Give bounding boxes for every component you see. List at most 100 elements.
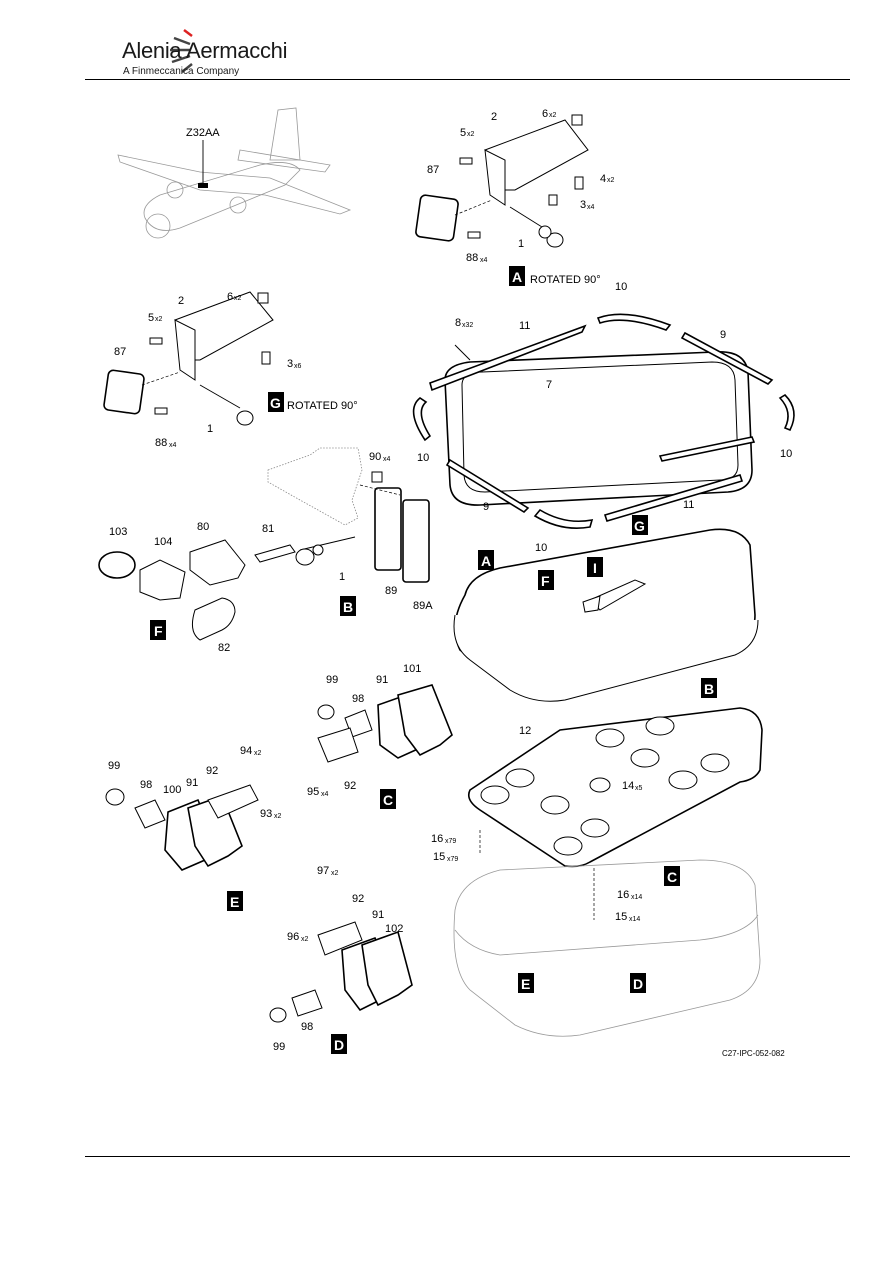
svg-text:99: 99 (273, 1041, 285, 1053)
svg-text:E: E (230, 894, 239, 910)
aircraft-locator: Z32AA (117, 107, 352, 239)
svg-text:x4: x4 (383, 456, 391, 463)
svg-text:9: 9 (720, 329, 726, 341)
svg-text:15: 15 (615, 911, 627, 923)
brand-subtitle: A Finmeccanica Company (123, 66, 240, 77)
svg-text:x4: x4 (169, 442, 177, 449)
svg-text:82: 82 (218, 642, 230, 654)
svg-text:11: 11 (683, 499, 694, 511)
svg-text:103: 103 (109, 526, 127, 538)
svg-text:99: 99 (326, 674, 338, 686)
svg-text:F: F (541, 573, 550, 589)
svg-text:10: 10 (615, 281, 627, 293)
svg-text:87: 87 (427, 164, 439, 176)
svg-text:102: 102 (385, 923, 403, 935)
svg-text:x14: x14 (629, 916, 640, 923)
svg-text:89A: 89A (413, 600, 433, 612)
zone-label: Z32AA (186, 127, 220, 139)
svg-text:F: F (154, 623, 163, 639)
svg-text:x32: x32 (462, 322, 473, 329)
alenia-logo-icon (170, 29, 193, 73)
svg-text:x2: x2 (234, 295, 242, 302)
svg-text:x2: x2 (331, 870, 339, 877)
svg-text:92: 92 (206, 765, 218, 777)
svg-text:94: 94 (240, 745, 252, 757)
svg-text:B: B (343, 599, 353, 615)
footer-rule (85, 1156, 850, 1157)
svg-text:91: 91 (186, 777, 198, 789)
svg-text:92: 92 (344, 780, 356, 792)
svg-text:96: 96 (287, 931, 299, 943)
svg-text:x2: x2 (155, 316, 163, 323)
svg-text:x79: x79 (447, 856, 458, 863)
svg-text:x4: x4 (480, 257, 488, 264)
svg-text:101: 101 (403, 663, 421, 675)
svg-text:B: B (704, 681, 714, 697)
svg-text:98: 98 (301, 1021, 313, 1033)
svg-text:14: 14 (622, 780, 634, 792)
svg-text:98: 98 (140, 779, 152, 791)
svg-text:x2: x2 (301, 936, 309, 943)
svg-text:81: 81 (262, 523, 274, 535)
brand-name: Alenia Aermacchi (122, 38, 288, 63)
svg-text:D: D (633, 976, 643, 992)
svg-text:x79: x79 (445, 838, 456, 845)
svg-text:89: 89 (385, 585, 397, 597)
svg-text:A: A (512, 269, 522, 285)
svg-text:9: 9 (483, 501, 489, 513)
svg-text:D: D (334, 1037, 344, 1053)
svg-text:7: 7 (546, 379, 552, 391)
svg-text:93: 93 (260, 808, 272, 820)
svg-text:C: C (667, 869, 677, 885)
svg-text:x4: x4 (321, 791, 329, 798)
svg-text:x4: x4 (587, 204, 595, 211)
svg-text:2: 2 (178, 295, 184, 307)
svg-text:92: 92 (352, 893, 364, 905)
header-rule (85, 79, 850, 80)
svg-text:A: A (481, 553, 491, 569)
svg-text:C: C (383, 792, 393, 808)
svg-text:10: 10 (535, 542, 547, 554)
svg-text:x2: x2 (254, 750, 262, 757)
svg-text:12: 12 (519, 725, 531, 737)
svg-text:I: I (593, 560, 597, 576)
svg-text:ROTATED 90°: ROTATED 90° (287, 400, 358, 412)
svg-text:x5: x5 (635, 785, 643, 792)
view-f-parts: 103 104 80 81 82 F (98, 521, 296, 654)
svg-text:1: 1 (207, 423, 213, 435)
svg-text:16: 16 (431, 833, 443, 845)
svg-text:5: 5 (460, 127, 466, 139)
svg-text:16: 16 (617, 889, 629, 901)
svg-text:5: 5 (148, 312, 154, 324)
svg-text:6: 6 (542, 108, 548, 120)
svg-text:x2: x2 (607, 177, 615, 184)
svg-text:G: G (270, 395, 281, 411)
svg-text:E: E (521, 976, 530, 992)
svg-text:90: 90 (369, 451, 381, 463)
svg-text:91: 91 (376, 674, 388, 686)
svg-text:80: 80 (197, 521, 209, 533)
svg-text:88: 88 (155, 437, 167, 449)
svg-text:ROTATED 90°: ROTATED 90° (530, 274, 601, 286)
svg-text:x2: x2 (274, 813, 282, 820)
svg-text:G: G (634, 518, 645, 534)
svg-text:x2: x2 (467, 131, 475, 138)
svg-text:8: 8 (455, 317, 461, 329)
svg-text:6: 6 (227, 291, 233, 303)
svg-text:91: 91 (372, 909, 384, 921)
svg-text:100: 100 (163, 784, 181, 796)
svg-text:x6: x6 (294, 363, 302, 370)
svg-text:x14: x14 (631, 894, 642, 901)
svg-text:11: 11 (519, 320, 530, 332)
svg-text:1: 1 (518, 238, 524, 250)
